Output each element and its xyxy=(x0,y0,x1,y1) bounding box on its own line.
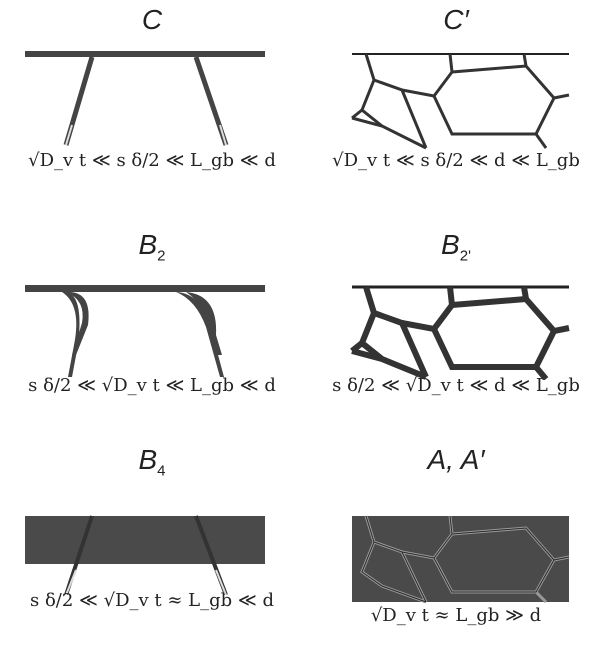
panel-c: C √D_v t ≪ s δ/2 ≪ L_gb ≪ d xyxy=(0,0,304,220)
regime-b2-diagram xyxy=(0,265,304,380)
formula: s δ/2 ≪ √D_v t ≪ d ≪ L_gb xyxy=(304,375,608,396)
formula: √D_v t ≪ s δ/2 ≪ d ≪ L_gb xyxy=(304,150,608,171)
formula: √D_v t ≈ L_gb ≫ d xyxy=(304,605,608,626)
regime-a-diagram xyxy=(304,480,608,605)
regime-c-diagram xyxy=(0,40,304,150)
panel-title: B4 xyxy=(0,444,304,480)
panel-b2: B2 s δ/2 ≪ √D_v t ≪ L_gb ≪ d xyxy=(0,225,304,445)
regime-c-prime-diagram xyxy=(304,40,608,155)
panel-title: A, A′ xyxy=(304,444,608,480)
panel-title: C xyxy=(0,4,304,40)
formula: s δ/2 ≪ √D_v t ≪ L_gb ≪ d xyxy=(0,375,304,396)
panel-title: C′ xyxy=(304,4,608,40)
panel-c-prime: C′ √D_v t ≪ s δ/2 ≪ d ≪ L_gb xyxy=(304,0,608,220)
panel-b4: B4 s δ/2 ≪ √D_v t ≈ L_gb ≪ d xyxy=(0,440,304,660)
formula: √D_v t ≪ s δ/2 ≪ L_gb ≪ d xyxy=(0,150,304,171)
panel-title: B2 xyxy=(0,229,304,265)
regime-b4-diagram xyxy=(0,480,304,595)
panel-a-a-prime: A, A′ √D_v t ≈ L_gb ≫ d xyxy=(304,440,608,660)
formula: s δ/2 ≪ √D_v t ≈ L_gb ≪ d xyxy=(0,590,304,611)
regime-b2-prime-diagram xyxy=(304,265,608,380)
panel-b2-prime: B2' s δ/2 ≪ √D_v t ≪ d ≪ L_gb xyxy=(304,225,608,445)
panel-title: B2' xyxy=(304,229,608,265)
